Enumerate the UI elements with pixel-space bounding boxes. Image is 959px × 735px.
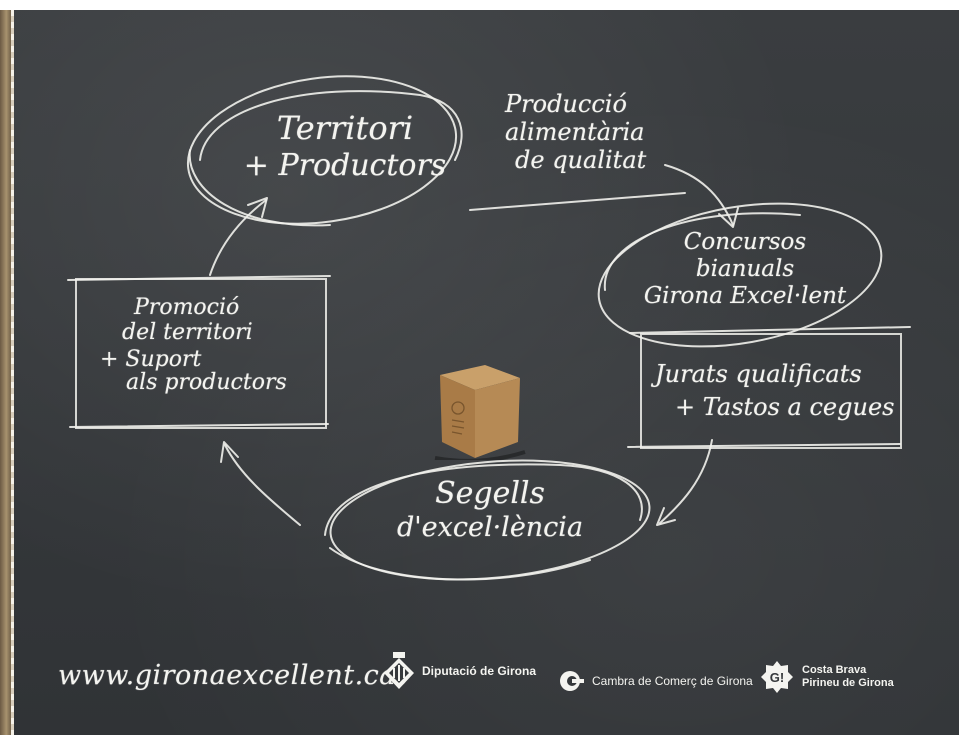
wooden-cube-trophy — [434, 365, 526, 460]
produccio-underline — [469, 192, 686, 211]
promocio-box — [75, 278, 327, 429]
svg-text:G!: G! — [770, 670, 784, 685]
produccio-line2: alimentària — [505, 118, 645, 147]
shield-crest-icon — [384, 652, 414, 689]
website-url[interactable]: www.gironaexcellent.cat — [58, 660, 408, 691]
jurats-line1: Jurats qualificats — [655, 360, 862, 388]
jurats-box — [640, 333, 902, 449]
concursos-line3: Girona Excel·lent — [643, 283, 847, 310]
sponsor-cambra: Cambra de Comerç de Girona — [560, 670, 753, 692]
promocio-line2: del territori — [122, 320, 253, 346]
produccio-line3: de qualitat — [515, 146, 647, 175]
sponsor-costa-line2: Pirineu de Girona — [802, 677, 894, 689]
node-promocio: Promoció del territori + Suport als prod… — [100, 296, 287, 394]
node-segells: Segells d'excel·lència — [375, 478, 605, 542]
concursos-ellipse — [597, 202, 883, 348]
segells-line1: Segells — [435, 476, 545, 511]
concursos-line1: Concursos — [683, 229, 807, 255]
segells-ellipse — [324, 459, 651, 581]
cube-logo-icon — [451, 401, 465, 435]
concursos-line2: bianuals — [695, 256, 795, 283]
sponsor-costa-line1: Costa Brava — [802, 664, 867, 677]
node-jurats: Jurats qualificats + Tastos a cegues — [655, 360, 895, 422]
board-frame-edge — [0, 10, 14, 735]
productors-label: + Productors — [243, 147, 447, 183]
territori-ellipse — [186, 75, 463, 227]
segells-line2: d'excel·lència — [396, 511, 584, 543]
gi-badge-icon: G! — [761, 661, 793, 693]
sponsor-cambra-name: Cambra de Comerç de Girona — [592, 674, 753, 688]
arrow-to-territori — [209, 197, 268, 276]
sponsor-diputacio-name: Diputació de Girona — [422, 664, 537, 678]
arrow-to-promocio — [220, 441, 301, 526]
promocio-line4: als productors — [126, 370, 287, 396]
jurats-line2: + Tastos a cegues — [675, 393, 895, 422]
edge-produccio: Producció alimentària de qualitat — [505, 90, 647, 175]
produccio-line1: Producció — [505, 90, 627, 118]
node-concursos: Concursos bianuals Girona Excel·lent — [625, 229, 865, 310]
territori-label: Territori — [276, 109, 414, 147]
promocio-line1: Promoció — [134, 295, 240, 320]
node-territori: Territori + Productors — [240, 109, 450, 183]
cambra-c-icon — [560, 671, 584, 691]
promocio-line3: + Suport — [100, 347, 202, 373]
sponsor-diputacio: Diputació de Girona — [382, 652, 536, 690]
sponsor-costa-brava: G! Costa Brava Pirineu de Girona — [760, 660, 894, 694]
arrow-to-segells — [656, 439, 713, 526]
